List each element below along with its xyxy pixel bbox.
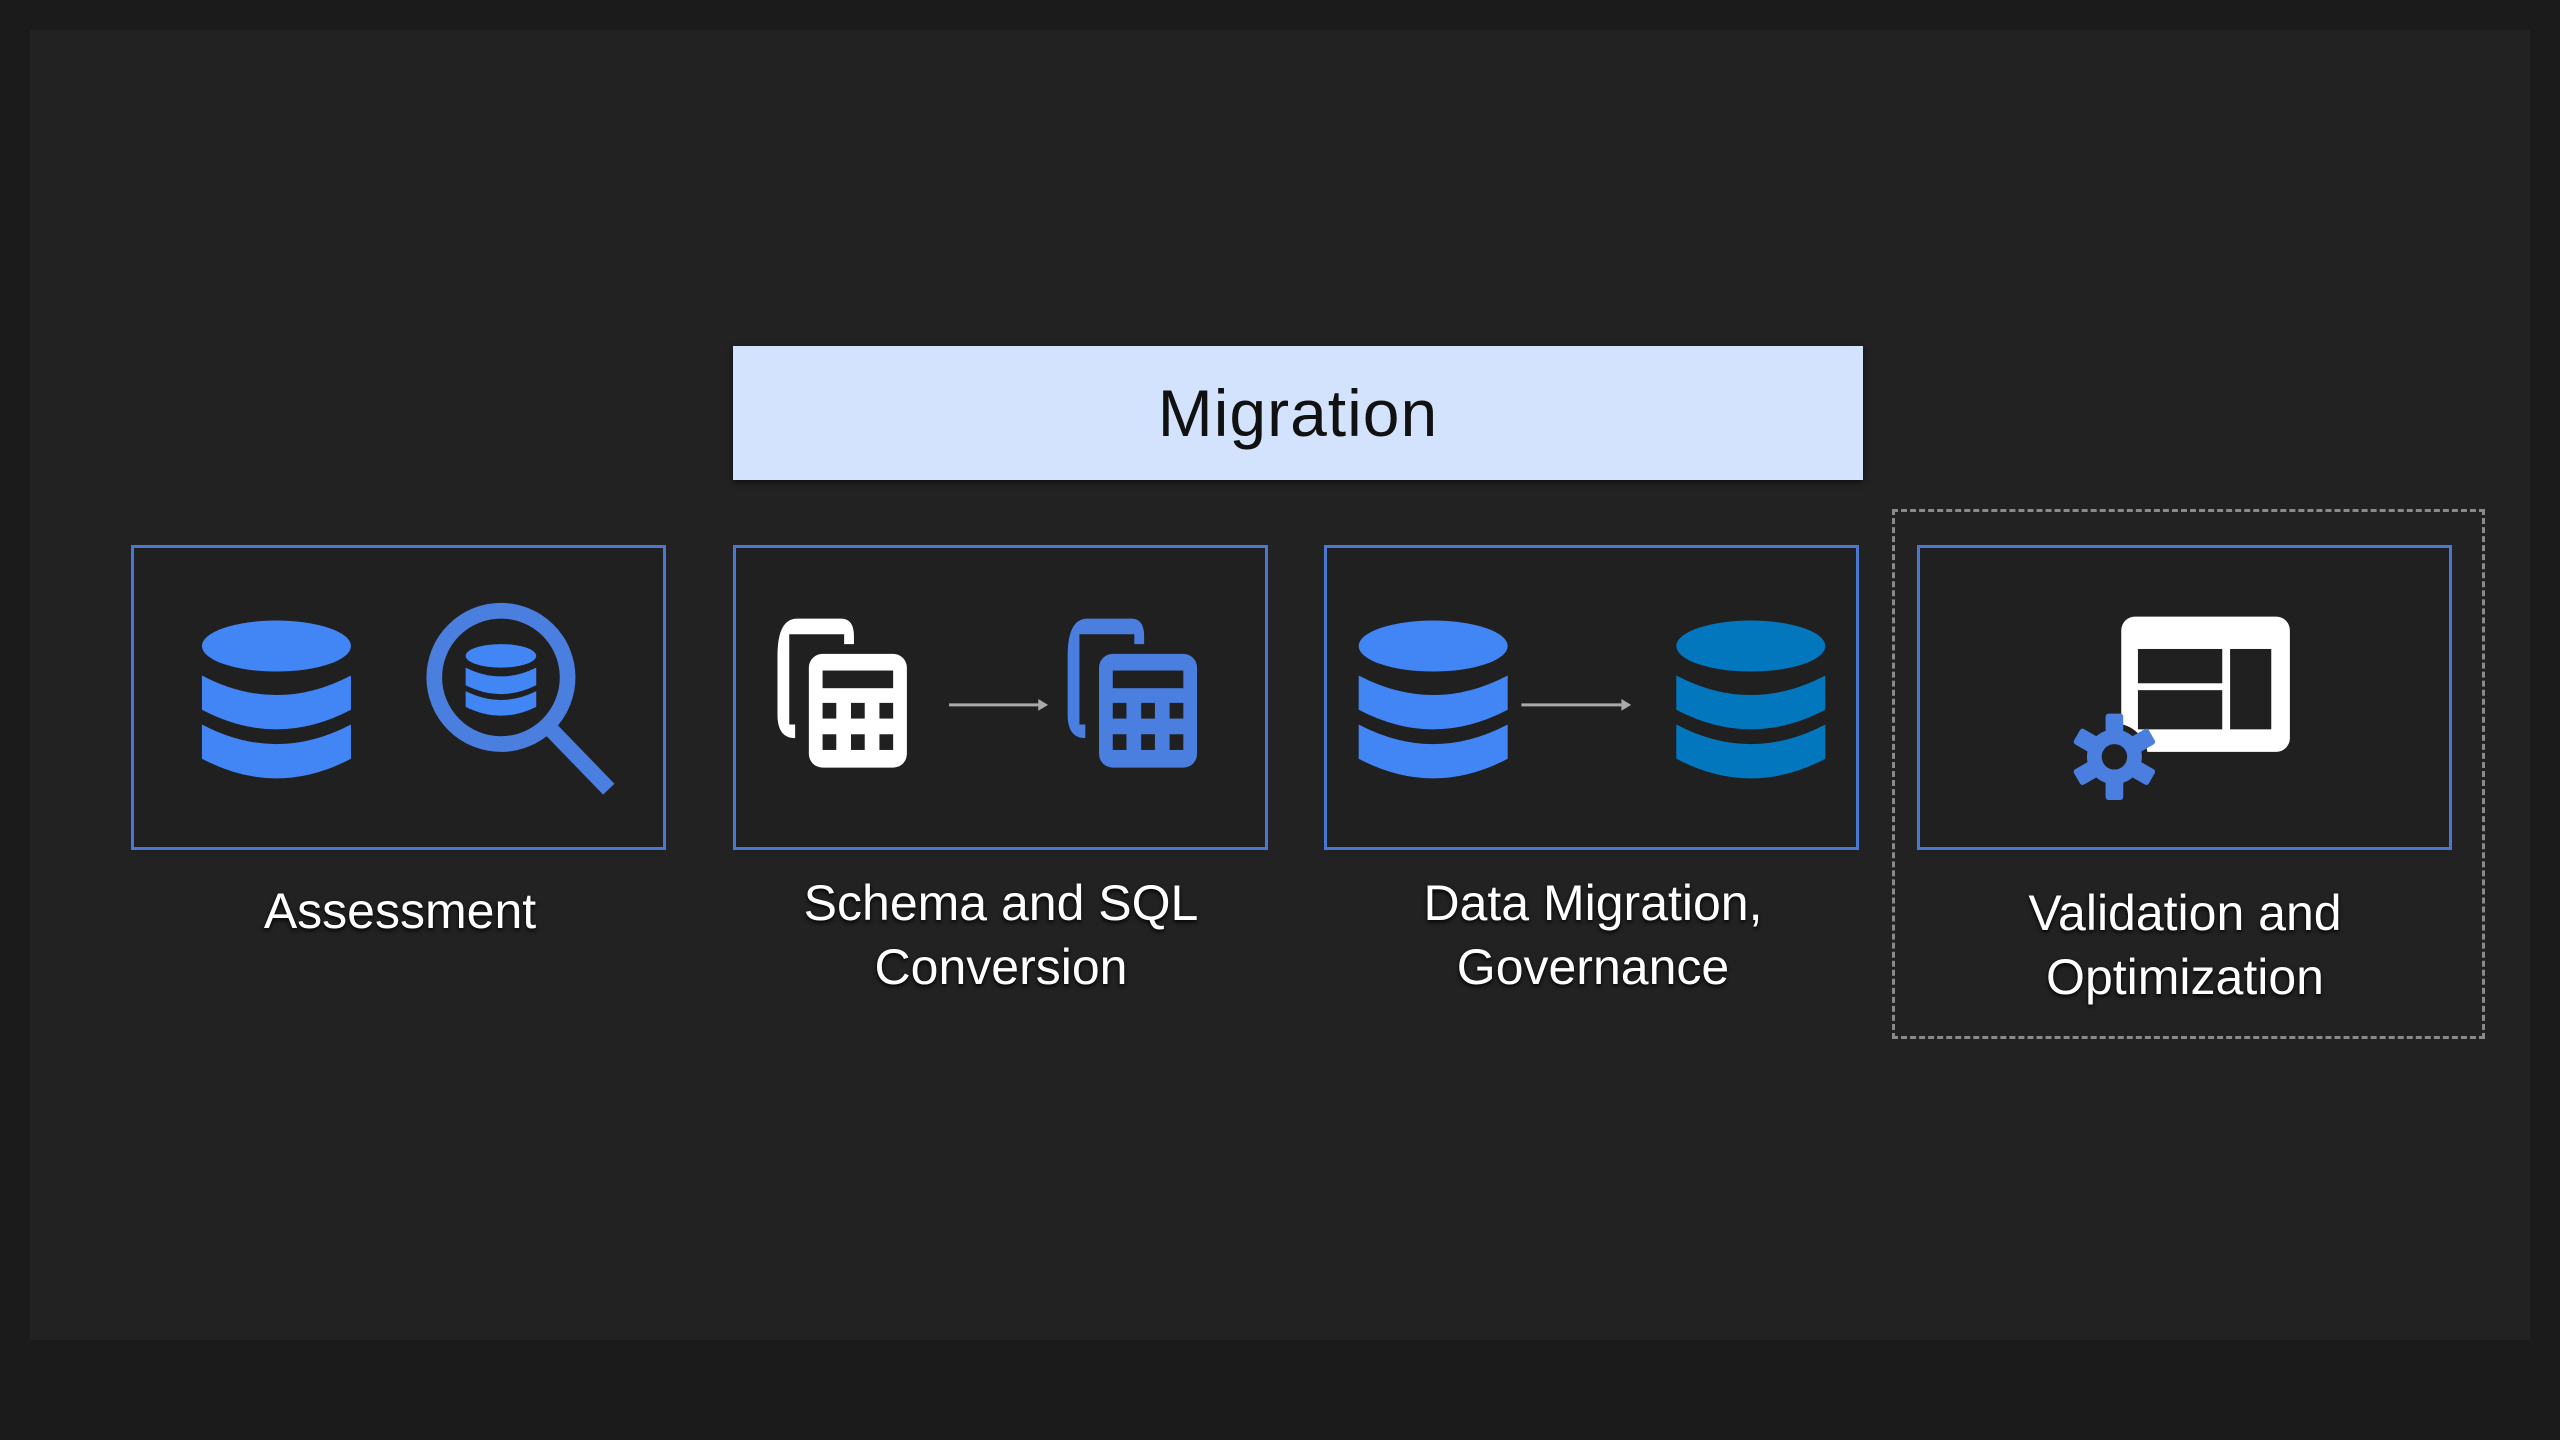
label-line: Data Migration, [1423,875,1763,931]
banner-title: Migration [1157,376,1439,450]
step-assessment-box [131,545,666,850]
label-line: Validation and [2028,885,2342,941]
schema-conversion-icon [777,618,1198,768]
step-schema-conversion-box [733,545,1268,850]
step-data-migration-label: Data Migration, Governance [1293,871,1893,999]
migration-banner: Migration [733,346,1863,480]
gear-icon [2073,713,2156,800]
dashboard-gear-icon [2073,616,2290,800]
step-validation-box [1917,545,2452,850]
label-line: Optimization [2046,949,2324,1005]
source-database-icon [1358,620,1508,779]
database-search-icon [201,602,615,795]
label-line: Assessment [263,883,537,939]
target-database-icon [1676,620,1826,779]
step-schema-conversion-label: Schema and SQL Conversion [701,871,1301,999]
source-calculator-icon [777,618,907,768]
step-validation-label: Validation and Optimization [1885,881,2485,1009]
label-line: Conversion [874,939,1128,995]
database-transfer-icon [1358,620,1826,779]
label-line: Schema and SQL [803,875,1199,931]
optional-step-dashed-outline [1892,509,2485,1039]
target-calculator-icon [1067,618,1198,768]
step-assessment-label: Assessment [100,879,700,943]
label-line: Governance [1456,939,1730,995]
step-data-migration-box [1324,545,1859,850]
